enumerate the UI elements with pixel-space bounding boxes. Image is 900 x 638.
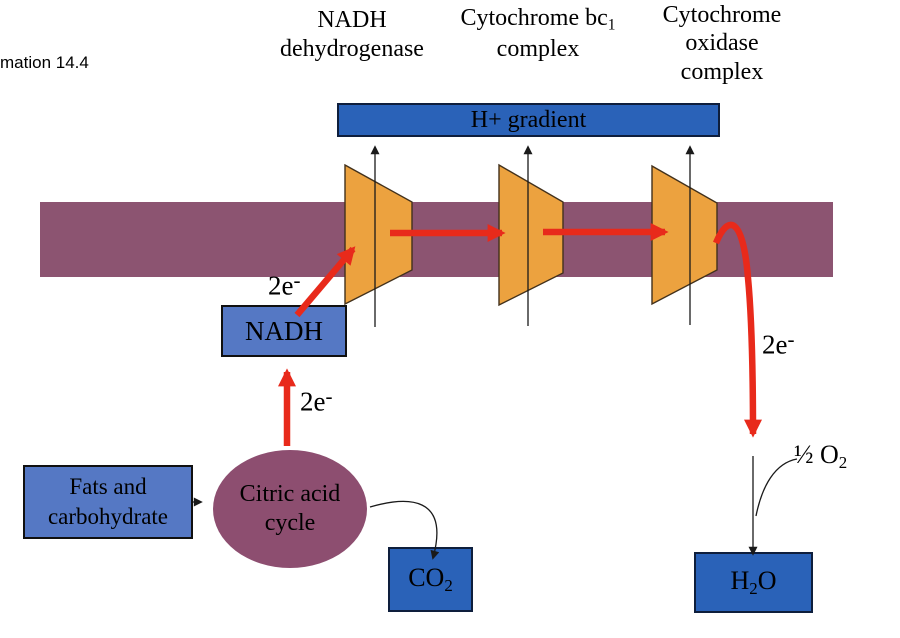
citric-label-line2: cycle xyxy=(264,510,316,536)
nadh-label: NADH xyxy=(245,315,323,346)
complex2-title: Cytochrome bc1 complex xyxy=(437,4,639,64)
h-gradient-label: H+ gradient xyxy=(470,106,587,133)
electron-arrow-complex3-to-oxygen xyxy=(712,221,762,438)
cytochrome-oxidase-shape xyxy=(651,164,718,306)
fats-label-line2: carbohydrate xyxy=(47,504,169,529)
slide-caption: mation 14.4 xyxy=(0,53,89,72)
complex3-title-line3: complex xyxy=(680,58,764,85)
citric-acid-cycle-ellipse: Citric acid cycle xyxy=(213,450,367,568)
complex2-title-line2: complex xyxy=(496,35,580,62)
h-gradient-bar: H+ gradient xyxy=(337,103,720,137)
complex3-title: Cytochrome oxidase complex xyxy=(642,1,802,86)
co2-label: CO2 xyxy=(408,562,453,596)
h2o-box: H2O xyxy=(694,552,813,613)
co2-box: CO2 xyxy=(388,547,473,612)
complex2-title-line1: Cytochrome bc1 xyxy=(460,5,616,34)
electrons-label-lower: 2e- xyxy=(300,384,333,417)
cytochrome-bc1-shape xyxy=(498,163,564,307)
nadh-box: NADH xyxy=(221,305,347,357)
h2o-label: H2O xyxy=(730,565,777,599)
fats-carbohydrate-box: Fats and carbohydrate xyxy=(23,465,193,539)
electrons-label-upper: 2e- xyxy=(268,268,301,301)
membrane-band xyxy=(40,202,833,277)
complex3-title-line1: Cytochrome xyxy=(662,2,782,28)
complex1-title-line1: NADH xyxy=(317,7,387,33)
citric-label-line1: Citric acid xyxy=(239,481,341,508)
half-o2-label: ½ O2 xyxy=(794,440,848,473)
complex1-title-line2: dehydrogenase xyxy=(280,36,424,63)
electrons-label-right: 2e- xyxy=(762,327,795,360)
fats-label-line1: Fats and xyxy=(69,474,147,500)
half-o2-connector-line xyxy=(755,458,798,517)
nadh-dehydrogenase-shape xyxy=(344,163,413,306)
complex1-title: NADH dehydrogenase xyxy=(252,6,452,65)
complex3-title-line2: oxidase xyxy=(685,30,759,57)
